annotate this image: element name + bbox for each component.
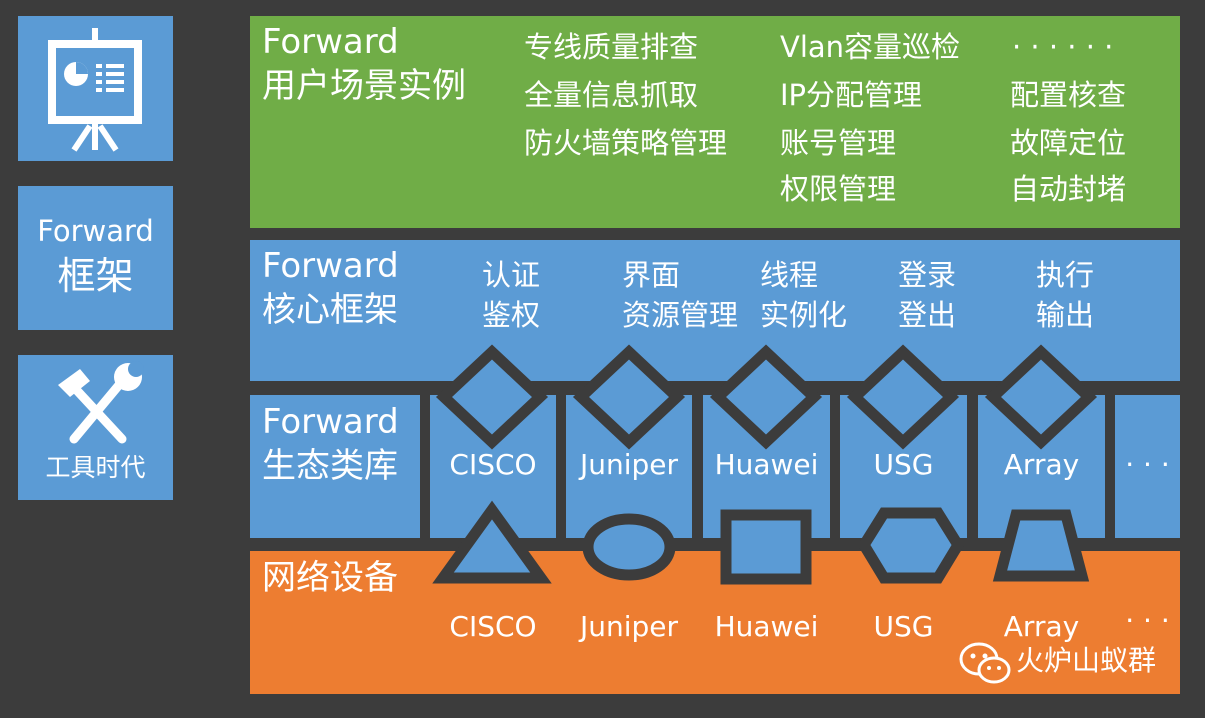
library-label: Huawei [714,448,819,481]
framework-label-en: Forward [37,214,154,248]
usg-hexagon-connector [857,507,965,584]
core-feature-line2: 资源管理 [622,298,739,332]
core-connector-diamond [846,344,960,450]
framework-label-cn: 框架 [57,254,134,298]
scenario-item: IP分配管理 [780,78,923,112]
library-column-more [1115,395,1180,538]
library-label: CISCO [449,448,537,481]
scenario-more: · · · · · · [1012,30,1114,64]
scenario-item: 配置核查 [1010,78,1127,112]
device-label: Huawei [714,610,819,643]
cisco-triangle-connector [432,500,552,584]
device-more: · · · [1125,604,1170,637]
presentation-panel [18,16,173,161]
core-title-en: Forward [262,246,399,286]
tools-icon [58,361,144,444]
core-feature-line2: 登出 [898,298,957,332]
scenarios-title-cn: 用户场景实例 [262,66,466,106]
ecosystem-title-cn: 生态类库 [262,446,398,486]
juniper-ellipse-connector [582,513,676,581]
core-feature-line1: 界面 [622,258,681,292]
ecosystem-label-block [250,395,420,538]
framework-panel: Forward 框架 [18,186,173,330]
scenario-item: 账号管理 [780,126,897,160]
scenario-item: 自动封堵 [1010,172,1127,206]
core-connector-diamond [709,344,823,450]
device-label: CISCO [449,610,537,643]
watermark-text: 火炉山蚁群 [1016,644,1157,677]
array-trapezoid-connector [992,509,1090,582]
tools-label: 工具时代 [45,453,146,482]
library-more: · · · [1125,448,1170,481]
device-label: Juniper [579,610,679,643]
core-feature-line1: 线程 [760,258,819,292]
core-feature-line2: 实例化 [760,298,848,332]
scenario-item: 专线质量排查 [524,30,699,64]
ecosystem-title-en: Forward [262,402,399,442]
library-label: USG [873,448,934,481]
library-label: Array [1003,448,1080,481]
core-title-cn: 核心框架 [262,290,398,330]
devices-title: 网络设备 [262,558,398,598]
core-feature-line2: 鉴权 [482,298,541,332]
scenario-item: 故障定位 [1010,126,1127,160]
core-feature-line1: 登录 [898,258,957,292]
library-label: Juniper [579,448,679,481]
core-feature-line1: 执行 [1036,258,1095,292]
huawei-square-connector [720,509,812,585]
core-framework-band [250,240,1180,381]
core-connector-diamond [984,344,1098,450]
core-connector-diamond [435,344,549,450]
wechat-icon [959,642,1011,684]
scenario-item: 防火墙策略管理 [524,126,728,160]
scenario-item: 全量信息抓取 [524,78,699,112]
device-label: Array [1003,610,1080,643]
scenarios-title-en: Forward [262,22,399,62]
core-feature-line2: 输出 [1036,298,1095,332]
core-connector-diamond [572,344,686,450]
scenario-item: 权限管理 [780,172,897,206]
scenario-item: Vlan容量巡检 [780,30,961,64]
core-feature-line1: 认证 [482,258,541,292]
tools-panel: 工具时代 [18,355,173,500]
user-scenarios-band [250,16,1180,228]
device-label: USG [873,610,934,643]
presentation-board-icon [48,28,142,152]
